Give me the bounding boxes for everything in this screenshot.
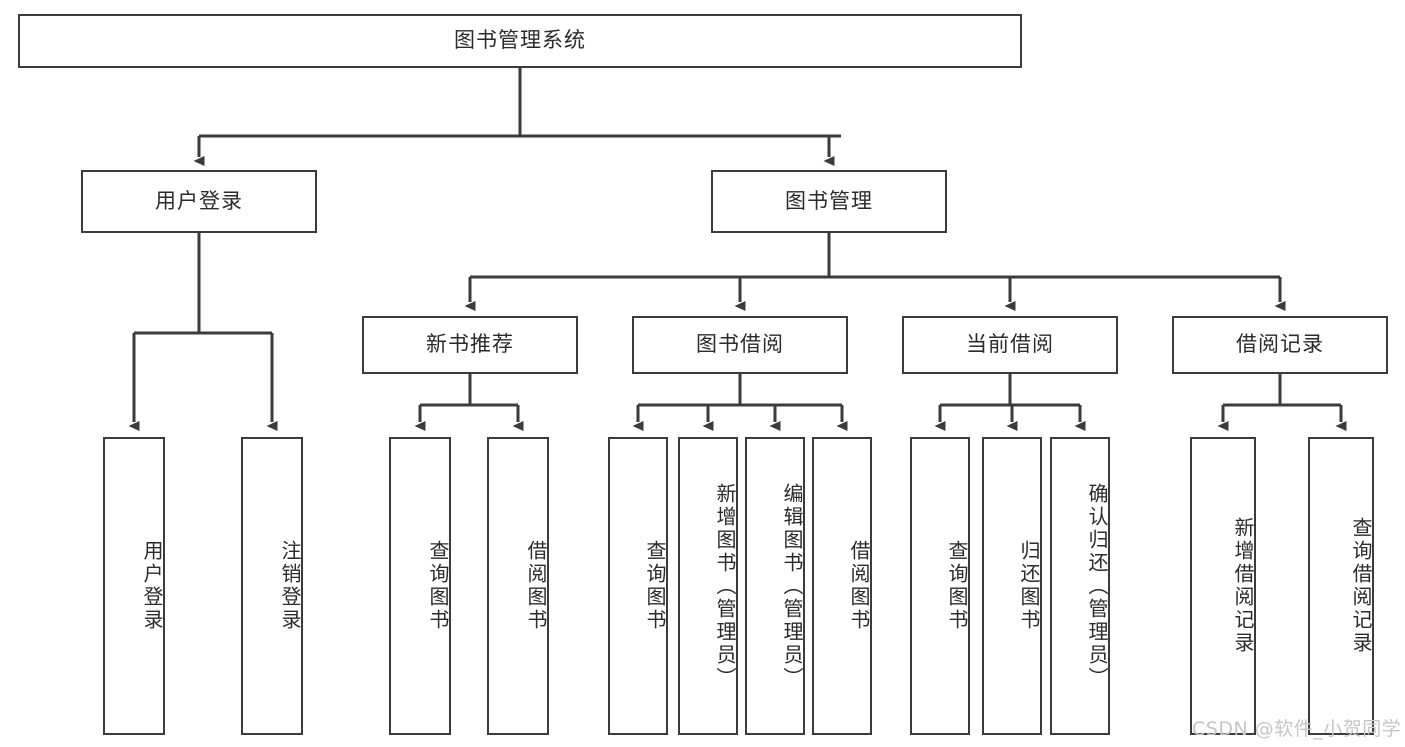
node-leaf-borrow-book-recommend[interactable]: 借阅图书 [487,437,549,735]
node-level3-current-borrow[interactable]: 当前借阅 [902,316,1118,374]
node-level2-user-login-label: 用户登录 [155,188,243,213]
node-level2-user-login[interactable]: 用户登录 [81,170,317,233]
node-leaf-user-login[interactable]: 用户登录 [103,437,165,735]
node-leaf-query-book-recommend[interactable]: 查询图书 [389,437,451,735]
node-root[interactable]: 图书管理系统 [18,14,1022,68]
node-leaf-borrow-book-label: 借阅图书 [847,540,871,632]
node-leaf-borrow-book-recommend-label: 借阅图书 [524,540,548,632]
node-level3-borrow-record-label: 借阅记录 [1236,332,1324,357]
node-level3-new-book-recommendation-label: 新书推荐 [426,332,514,357]
watermark: CSDN @软件_小贺同学 [1192,718,1402,740]
node-leaf-query-book-recommend-label: 查询图书 [426,540,450,632]
node-leaf-logout-label: 注销登录 [278,540,302,632]
node-leaf-edit-book-admin[interactable]: 编辑图书（管理员） [745,437,805,735]
node-leaf-query-book-borrow-label: 查询图书 [643,540,667,632]
node-leaf-query-book-borrow[interactable]: 查询图书 [608,437,668,735]
node-leaf-query-borrow-record-label: 查询借阅记录 [1349,517,1373,655]
node-leaf-add-borrow-record-label: 新增借阅记录 [1231,517,1255,655]
node-leaf-add-borrow-record[interactable]: 新增借阅记录 [1190,437,1256,735]
node-leaf-confirm-return-admin[interactable]: 确认归还（管理员） [1050,437,1110,735]
node-level3-borrow-record[interactable]: 借阅记录 [1172,316,1388,374]
node-level3-new-book-recommendation[interactable]: 新书推荐 [362,316,578,374]
node-level3-book-borrow-label: 图书借阅 [696,332,784,357]
node-level3-book-borrow[interactable]: 图书借阅 [632,316,848,374]
node-leaf-return-book[interactable]: 归还图书 [982,437,1042,735]
node-root-label: 图书管理系统 [454,28,586,53]
node-level2-book-management-label: 图书管理 [785,188,873,213]
node-leaf-confirm-return-admin-label: 确认归还（管理员） [1085,482,1109,690]
node-leaf-user-login-label: 用户登录 [140,540,164,632]
node-leaf-add-book-admin[interactable]: 新增图书（管理员） [678,437,738,735]
node-leaf-query-borrow-record[interactable]: 查询借阅记录 [1308,437,1374,735]
node-leaf-logout[interactable]: 注销登录 [241,437,303,735]
node-leaf-query-book-current-label: 查询图书 [945,540,969,632]
node-leaf-borrow-book[interactable]: 借阅图书 [812,437,872,735]
node-leaf-edit-book-admin-label: 编辑图书（管理员） [780,482,804,690]
node-level2-book-management[interactable]: 图书管理 [711,170,947,233]
node-leaf-return-book-label: 归还图书 [1017,540,1041,632]
node-leaf-query-book-current[interactable]: 查询图书 [910,437,970,735]
node-leaf-add-book-admin-label: 新增图书（管理员） [713,482,737,690]
node-level3-current-borrow-label: 当前借阅 [966,332,1054,357]
